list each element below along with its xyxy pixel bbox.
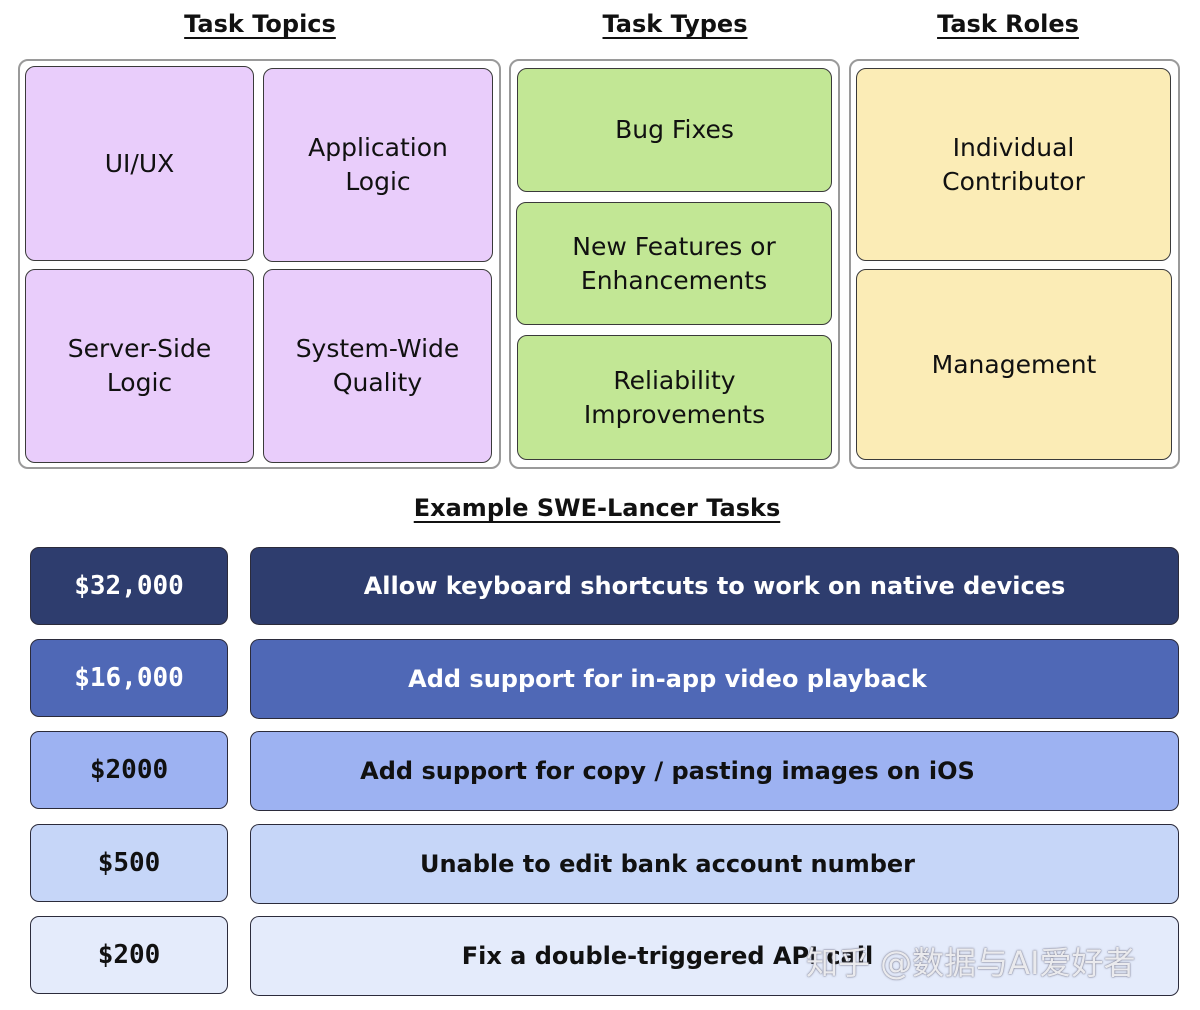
type-bug-fixes: Bug Fixes — [517, 68, 832, 192]
task-roles-title: Task Roles — [937, 10, 1079, 38]
task-price: $500 — [30, 824, 228, 902]
type-reliability-improvements: Reliability Improvements — [517, 335, 832, 460]
task-description: Add support for copy / pasting images on… — [250, 731, 1179, 811]
topic-ui-ux: UI/UX — [25, 66, 254, 261]
task-price: $2000 — [30, 731, 228, 809]
task-description: Add support for in-app video playback — [250, 639, 1179, 719]
task-description: Allow keyboard shortcuts to work on nati… — [250, 547, 1179, 625]
type-new-features: New Features or Enhancements — [516, 202, 832, 325]
task-description: Fix a double-triggered API call — [250, 916, 1179, 996]
topic-system-wide-quality: System-Wide Quality — [263, 269, 492, 463]
topic-application-logic: Application Logic — [263, 68, 493, 262]
role-individual-contributor: Individual Contributor — [856, 68, 1171, 261]
example-tasks-title: Example SWE-Lancer Tasks — [413, 494, 781, 522]
task-price: $200 — [30, 916, 228, 994]
task-description: Unable to edit bank account number — [250, 824, 1179, 904]
task-price: $16,000 — [30, 639, 228, 717]
role-management: Management — [856, 269, 1172, 460]
task-types-title: Task Types — [602, 10, 748, 38]
watermark: 知乎 @数据与AI爱好者 — [806, 944, 1136, 982]
task-topics-title: Task Topics — [184, 10, 336, 38]
topic-server-side-logic: Server-Side Logic — [25, 269, 254, 463]
task-price: $32,000 — [30, 547, 228, 625]
